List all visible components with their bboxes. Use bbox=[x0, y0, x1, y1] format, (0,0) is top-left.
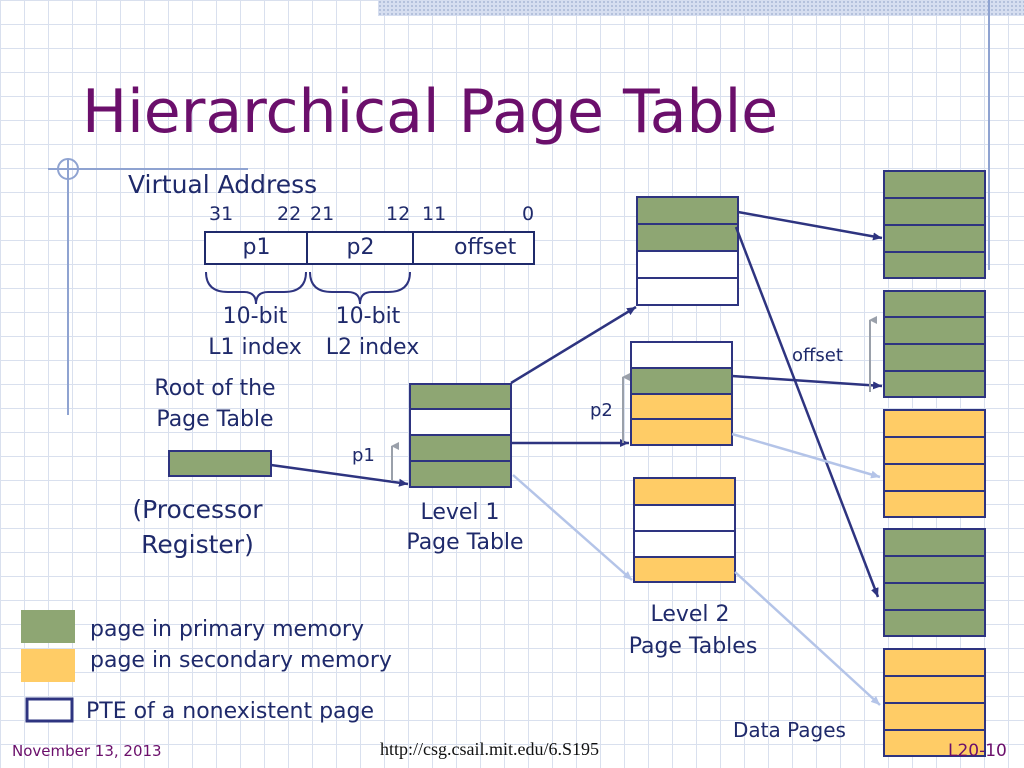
l2-index-width: 10-bit bbox=[335, 304, 401, 329]
field-p2: p2 bbox=[346, 235, 375, 260]
legend-nonexistent-label: PTE of a nonexistent page bbox=[86, 699, 375, 724]
decoration-vertical-line bbox=[988, 0, 990, 270]
level1-page-table bbox=[409, 383, 512, 488]
bit-11-label: 11 bbox=[422, 203, 447, 225]
arrow-root-to-l1 bbox=[270, 463, 409, 487]
footer-page-number: L20-10 bbox=[948, 741, 1007, 761]
bit-0-label: 0 bbox=[522, 203, 535, 225]
legend-secondary-label: page in secondary memory bbox=[90, 648, 392, 673]
decoration-circle bbox=[57, 158, 79, 180]
data-page-3 bbox=[883, 409, 986, 518]
field-p1: p1 bbox=[242, 235, 271, 260]
data-page-1 bbox=[883, 170, 986, 279]
virtual-address-label: Virtual Address bbox=[128, 170, 318, 199]
p1-label: p1 bbox=[352, 445, 375, 466]
processor-register-line2: Register) bbox=[141, 530, 254, 559]
footer-date: November 13, 2013 bbox=[12, 742, 162, 760]
arrow-l2a-to-data4 bbox=[734, 226, 880, 598]
l1-index-width: 10-bit bbox=[222, 304, 288, 329]
bit-22-label: 22 bbox=[277, 203, 302, 225]
level2-page-table-b bbox=[630, 341, 733, 446]
virtual-address-box bbox=[204, 231, 535, 265]
level1-label-line2: Page Table bbox=[406, 530, 524, 555]
bit-31-label: 31 bbox=[209, 203, 234, 225]
arrow-l2a-to-data1 bbox=[737, 210, 883, 241]
root-label-line1: Root of the bbox=[154, 376, 276, 401]
l2-index-brace bbox=[309, 271, 411, 305]
decoration-horizontal-line bbox=[48, 168, 248, 170]
l1-index-brace bbox=[205, 271, 307, 305]
level2-page-table-c bbox=[633, 477, 736, 583]
slide-title: Hierarchical Page Table bbox=[82, 77, 779, 147]
data-pages-label: Data Pages bbox=[733, 718, 846, 742]
legend-secondary-swatch bbox=[21, 649, 75, 682]
bit-12-label: 12 bbox=[386, 203, 411, 225]
decoration-left-vertical-line bbox=[67, 160, 69, 415]
level1-label-line1: Level 1 bbox=[420, 500, 500, 525]
arrow-l2c-to-data5 bbox=[734, 571, 881, 706]
processor-register-line1: (Processor bbox=[132, 495, 263, 524]
legend-primary-label: page in primary memory bbox=[90, 617, 365, 642]
data-page-2 bbox=[883, 290, 986, 398]
root-label-line2: Page Table bbox=[156, 407, 274, 432]
legend-primary-swatch bbox=[21, 610, 75, 643]
footer-url: http://csg.csail.mit.edu/6.S195 bbox=[380, 739, 599, 759]
arrow-l1-to-l2c bbox=[512, 474, 633, 581]
l2-index-desc: L2 index bbox=[325, 335, 420, 360]
legend-nonexistent-swatch bbox=[25, 697, 74, 723]
header-decoration-bar bbox=[378, 0, 1024, 16]
data-page-4 bbox=[883, 528, 986, 637]
field-offset: offset bbox=[454, 235, 517, 260]
root-register-box bbox=[168, 450, 272, 477]
arrow-l2b-to-data3 bbox=[731, 432, 881, 479]
arrow-l2b-to-data2 bbox=[731, 374, 883, 390]
level2-page-table-a bbox=[636, 196, 739, 306]
arrow-l1-to-l2a bbox=[510, 305, 637, 385]
offset-label: offset bbox=[792, 345, 843, 366]
data-page-5 bbox=[883, 648, 986, 757]
level2-label-line2: Page Tables bbox=[628, 634, 758, 659]
level2-label-line1: Level 2 bbox=[650, 602, 730, 627]
p2-label: p2 bbox=[590, 400, 613, 421]
bit-21-label: 21 bbox=[310, 203, 335, 225]
l1-index-desc: L1 index bbox=[208, 335, 302, 360]
